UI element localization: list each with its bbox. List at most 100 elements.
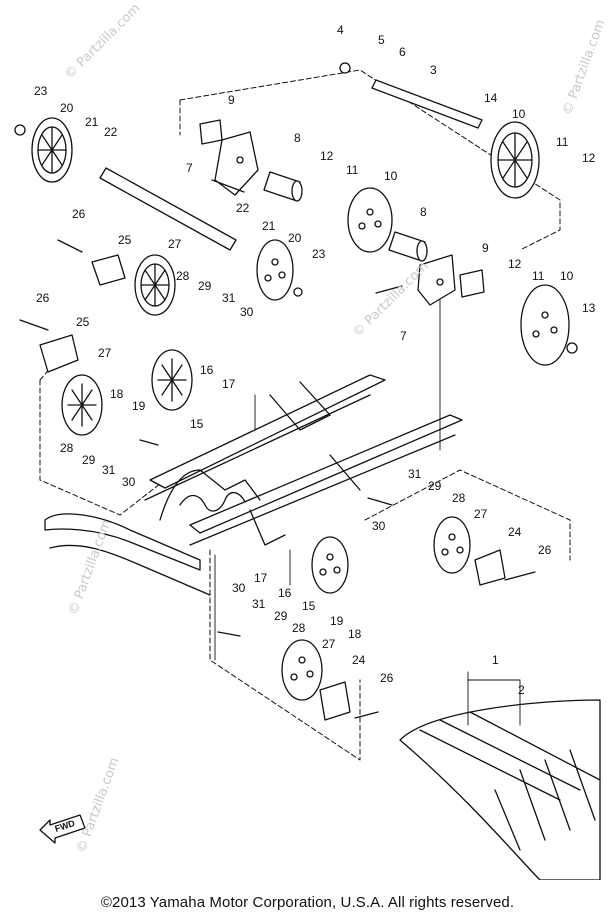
leader-lines: [214, 299, 521, 726]
callout-10b: 10: [384, 169, 398, 183]
front-axle-shaft: [99, 167, 237, 251]
wheel-27-right: [433, 516, 471, 574]
callout-11b: 11: [346, 163, 359, 177]
callout-10: 10: [512, 107, 526, 121]
callout-7: 7: [186, 161, 193, 175]
callout-30d: 30: [232, 581, 246, 595]
callout-18b: 18: [348, 627, 362, 641]
callout-27: 27: [168, 237, 182, 251]
callout-5: 5: [378, 33, 385, 47]
callout-30b: 30: [122, 475, 136, 489]
fwd-arrow-icon: [39, 814, 86, 844]
callout-26: 26: [72, 207, 86, 221]
callout-28: 28: [176, 269, 190, 283]
callout-labels: 1 2 3 4 5 6 7 8 9 10 11 12 12 11 10 8 9 …: [34, 23, 596, 697]
callout-23: 23: [34, 84, 48, 98]
callout-17b: 17: [254, 571, 268, 585]
callout-18: 18: [110, 387, 124, 401]
callout-6: 6: [399, 45, 406, 59]
callout-11: 11: [556, 135, 569, 149]
callout-12b: 12: [320, 149, 334, 163]
callout-10c: 10: [560, 269, 574, 283]
callout-26d: 26: [380, 671, 394, 685]
callout-28c: 28: [452, 491, 466, 505]
callout-31c: 31: [408, 467, 422, 481]
callout-4: 4: [337, 23, 344, 37]
track-section: [399, 699, 601, 880]
callout-25: 25: [118, 233, 132, 247]
assembly-box-left-wheels: [39, 344, 166, 516]
callout-12: 12: [582, 151, 596, 165]
callout-26b: 26: [36, 291, 50, 305]
slide-rail-frame: [144, 374, 463, 546]
arm-25-lower: [39, 334, 79, 373]
callout-7b: 7: [400, 329, 407, 343]
callout-20b: 20: [288, 231, 302, 245]
arm-24-right: [474, 549, 506, 586]
callout-23b: 23: [312, 247, 326, 261]
callout-15: 15: [190, 417, 204, 431]
callout-22: 22: [104, 125, 118, 139]
callout-29c: 29: [428, 479, 442, 493]
callout-24: 24: [508, 525, 522, 539]
wheel-20-upper: [31, 117, 73, 183]
callout-25b: 25: [76, 315, 90, 329]
callout-8b: 8: [420, 205, 427, 219]
callout-9: 9: [228, 93, 235, 107]
collar-9-upper: [199, 119, 223, 145]
collar-9-lower: [459, 269, 485, 298]
wheel-27-upper: [134, 254, 176, 316]
callout-27b: 27: [98, 346, 112, 360]
callout-21b: 21: [262, 219, 276, 233]
assembly-box-lower-wheels: [209, 549, 361, 761]
callout-31d: 31: [252, 597, 266, 611]
callout-9b: 9: [482, 241, 489, 255]
callout-3: 3: [430, 63, 437, 77]
wheel-10-center: [347, 187, 393, 253]
callout-15b: 15: [302, 599, 316, 613]
callout-19b: 19: [330, 614, 344, 628]
bushing-8-lower: [388, 231, 428, 262]
callout-13: 13: [582, 301, 596, 315]
callout-21: 21: [85, 115, 99, 129]
rear-axle-shaft: [371, 79, 483, 129]
callout-31: 31: [222, 291, 236, 305]
bolts: [14, 62, 578, 719]
callout-24b: 24: [352, 653, 366, 667]
callout-12c: 12: [508, 257, 522, 271]
wheel-27-left: [61, 374, 103, 436]
skid-runner-left: [44, 513, 211, 596]
callout-19: 19: [132, 399, 146, 413]
bracket-lower: [417, 254, 456, 306]
callout-31b: 31: [102, 463, 116, 477]
wheel-27-lower: [281, 639, 323, 701]
callout-27d: 27: [322, 637, 336, 651]
callout-22b: 22: [236, 201, 250, 215]
bushing-8-upper: [263, 171, 303, 202]
callout-28b: 28: [60, 441, 74, 455]
bracket-upper: [214, 131, 259, 196]
callout-14: 14: [484, 91, 498, 105]
wheel-10-right: [520, 284, 570, 366]
callout-20: 20: [60, 101, 74, 115]
callout-27c: 27: [474, 507, 488, 521]
parts-diagram: FWD 1 2 3 4 5 6 7 8 9 10 11 12 12 11 10 …: [14, 23, 601, 880]
callout-2: 2: [518, 683, 525, 697]
callout-1: 1: [492, 653, 499, 667]
callout-17: 17: [222, 377, 236, 391]
assembly-box-rear-axle: [179, 69, 561, 251]
callout-8: 8: [294, 131, 301, 145]
wheel-15-left: [151, 349, 193, 411]
callout-29b: 29: [82, 453, 96, 467]
callout-29d: 29: [274, 609, 288, 623]
copyright-notice: ©2013 Yamaha Motor Corporation, U.S.A. A…: [100, 894, 515, 911]
callout-11c: 11: [532, 269, 545, 283]
callout-26c: 26: [538, 543, 552, 557]
callout-30c: 30: [372, 519, 386, 533]
callout-16b: 16: [278, 586, 292, 600]
wheel-20-center: [256, 239, 294, 301]
callout-29: 29: [198, 279, 212, 293]
callout-16: 16: [200, 363, 214, 377]
callout-28d: 28: [292, 621, 306, 635]
assembly-box-right-wheels: [364, 469, 571, 561]
